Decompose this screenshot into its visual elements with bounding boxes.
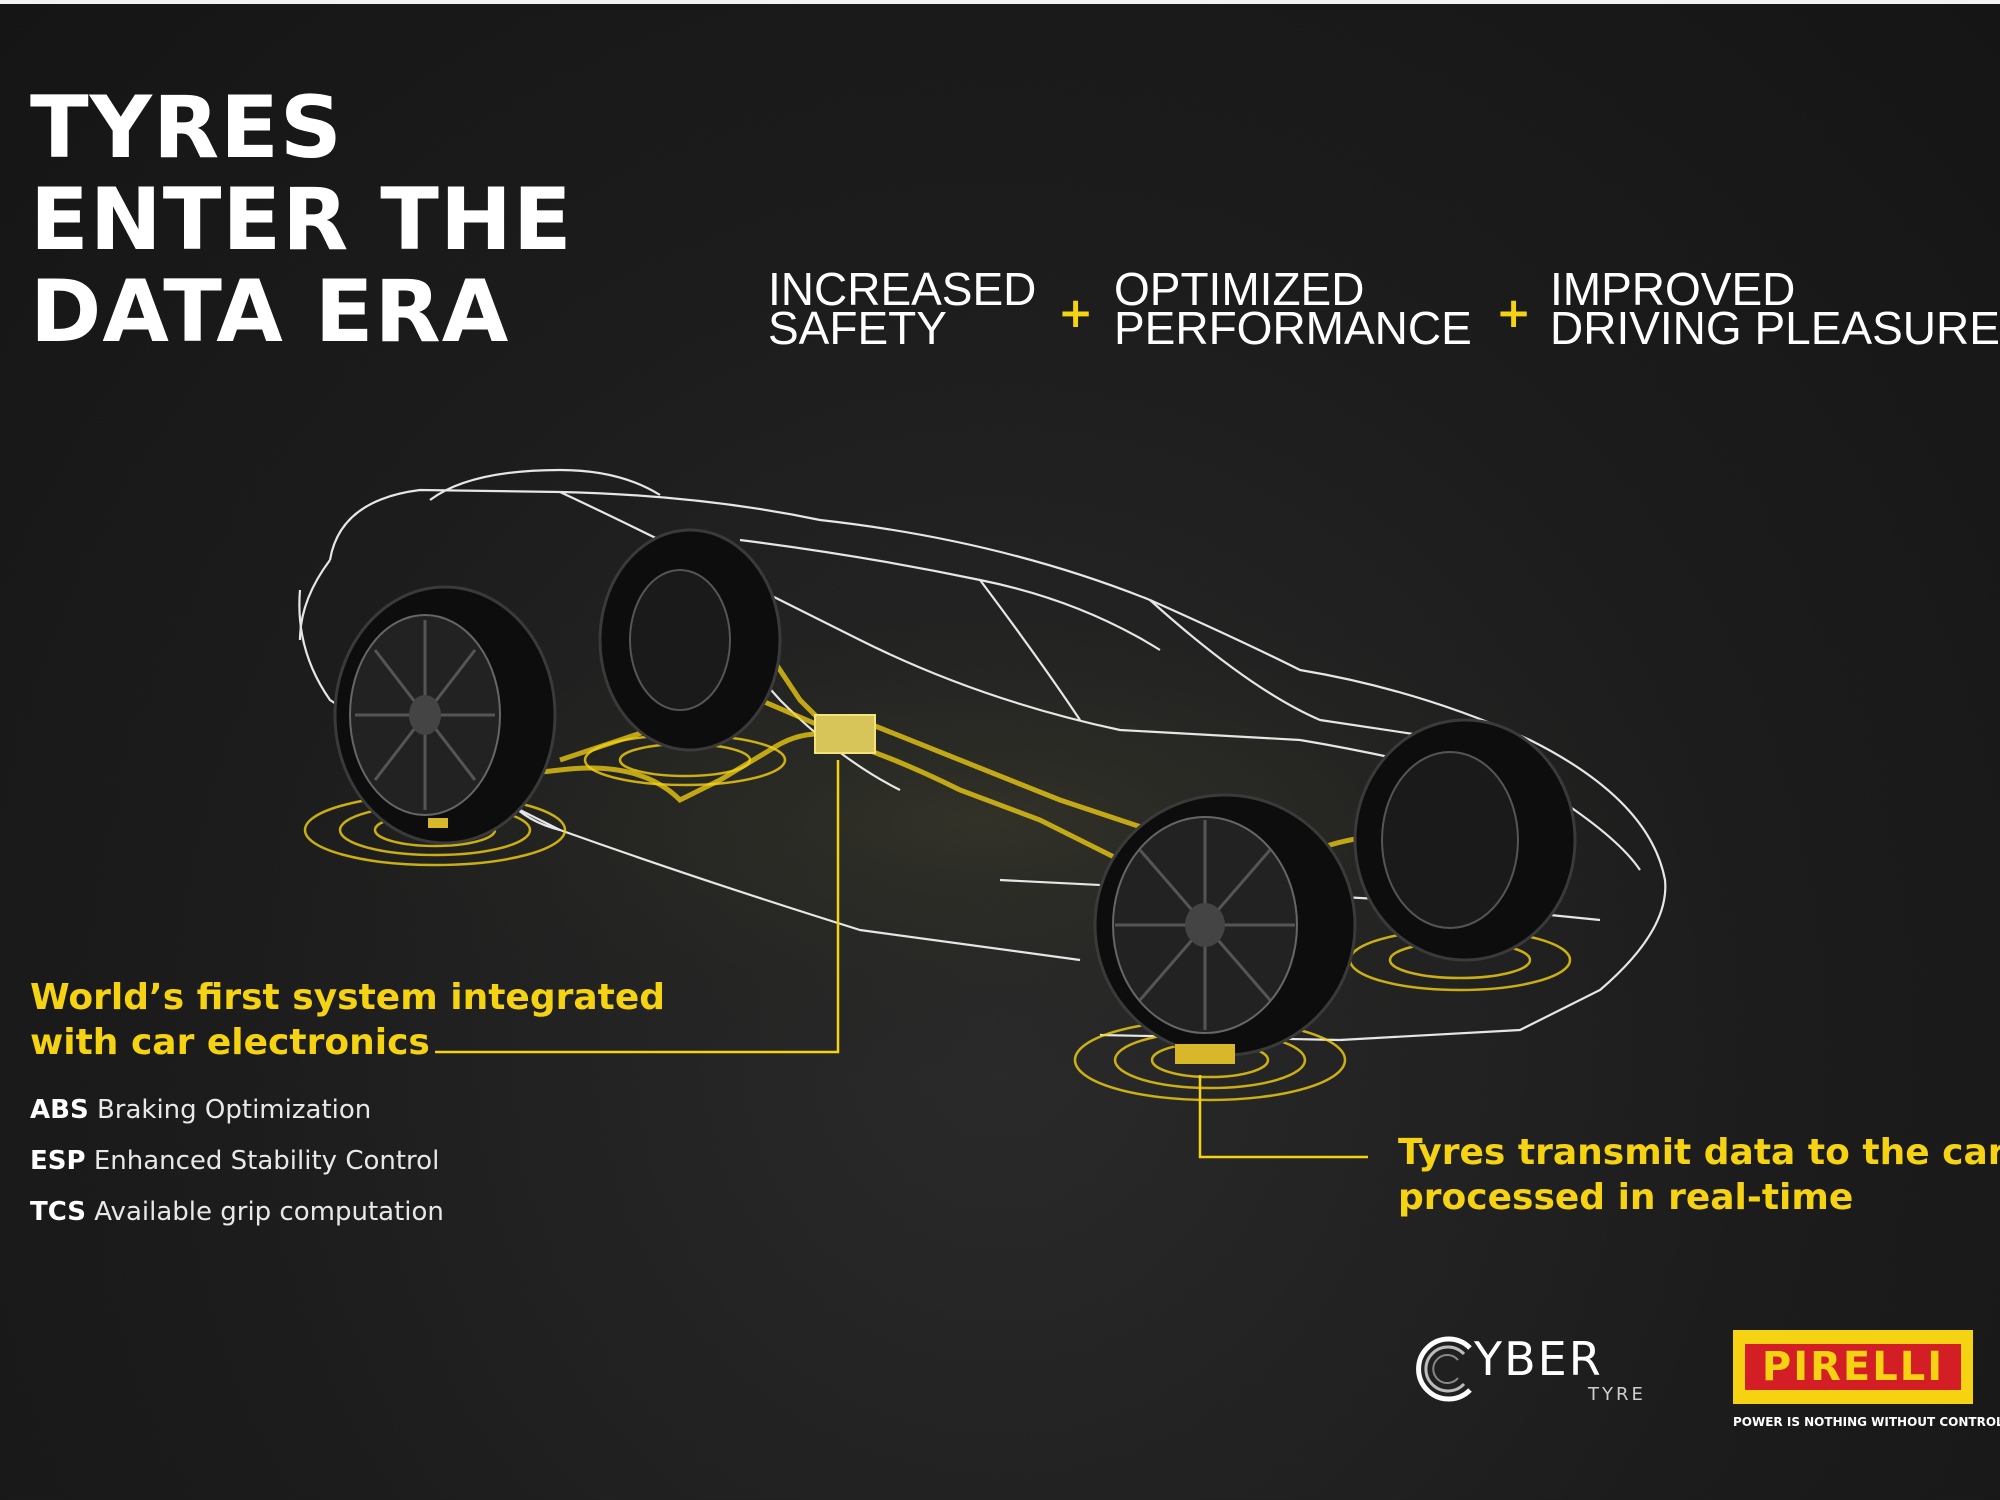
tyre-sensor — [428, 818, 448, 828]
feature-abs: ABS Braking Optimization — [30, 1085, 444, 1136]
cyber-tyre-logo: YBER TYRE — [1412, 1330, 1662, 1410]
benefit-driving-pleasure: IMPROVED DRIVING PLEASURE — [1550, 263, 2000, 354]
feature-abbr: ABS — [30, 1095, 89, 1125]
benefit-performance-line-1: OPTIMIZED — [1114, 263, 1365, 315]
wheel-front-left — [333, 585, 557, 845]
cyber-logo-word: YBER — [1474, 1332, 1603, 1386]
pirelli-tagline: POWER IS NOTHING WITHOUT CONTROL — [1733, 1415, 2000, 1429]
headline-line-3: DATA ERA — [30, 262, 510, 362]
plus-icon: + — [1496, 288, 1532, 337]
plus-icon: + — [1058, 288, 1094, 337]
feature-abbr: ESP — [30, 1146, 86, 1176]
cyber-logo-sub: TYRE — [1588, 1384, 1646, 1405]
control-unit — [814, 714, 876, 754]
benefit-safety-line-2: SAFETY — [768, 302, 947, 354]
top-border — [0, 0, 2000, 4]
feature-text: Braking Optimization — [96, 1095, 372, 1125]
callout-left-line-1: World’s first system integrated — [30, 977, 666, 1018]
feature-list: ABS Braking Optimization ESP Enhanced St… — [30, 1085, 444, 1238]
benefit-performance: OPTIMIZED PERFORMANCE — [1114, 263, 1472, 354]
wheel-rear-right — [1353, 718, 1577, 962]
feature-text: Available grip computation — [94, 1197, 444, 1227]
benefit-safety: INCREASED SAFETY — [768, 263, 1037, 354]
benefit-pleasure-line-1: IMPROVED — [1550, 263, 1796, 315]
tyre-sensor — [1175, 1044, 1235, 1064]
callout-left-line-2: with car electronics — [30, 1022, 430, 1063]
car-wireframe — [298, 468, 1667, 1042]
cyber-c-icon — [1416, 1336, 1472, 1402]
wheel-front-right — [1093, 793, 1357, 1057]
callout-right-line-2: processed in real-time — [1398, 1177, 1854, 1218]
pirelli-logo-word: PIRELLI — [1745, 1344, 1961, 1390]
feature-tcs: TCS Available grip computation — [30, 1187, 444, 1238]
callout-right-line-1: Tyres transmit data to the car — [1398, 1132, 2000, 1173]
headline: TYRES ENTER THE DATA ERA — [30, 82, 573, 358]
benefits-row: INCREASED SAFETY + OPTIMIZED PERFORMANCE… — [768, 263, 2000, 360]
feature-text: Enhanced Stability Control — [93, 1146, 440, 1176]
pirelli-logo: PIRELLI — [1733, 1330, 1973, 1404]
headline-line-1: TYRES — [30, 78, 343, 178]
callout-lines — [435, 760, 1368, 1159]
feature-esp: ESP Enhanced Stability Control — [30, 1136, 444, 1187]
benefit-performance-line-2: PERFORMANCE — [1114, 302, 1472, 354]
callout-car-electronics: World’s first system integrated with car… — [30, 975, 665, 1065]
benefit-safety-line-1: INCREASED — [768, 263, 1037, 315]
callout-tyres-transmit: Tyres transmit data to the car processed… — [1398, 1130, 2000, 1220]
wheel-rear-left — [598, 528, 782, 752]
floor-glow — [220, 560, 1740, 1080]
feature-abbr: TCS — [30, 1197, 87, 1227]
headline-line-2: ENTER THE — [30, 170, 573, 270]
benefit-pleasure-line-2: DRIVING PLEASURE — [1550, 302, 2000, 354]
